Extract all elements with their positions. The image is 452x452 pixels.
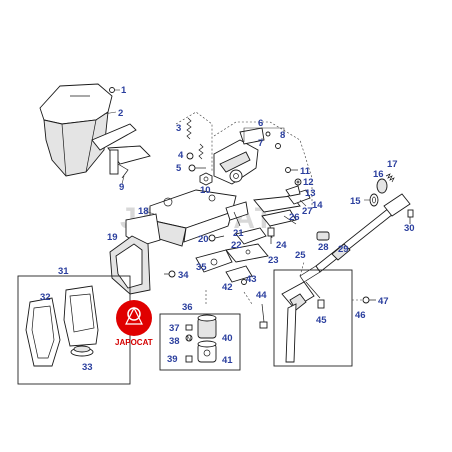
bracket-21: [225, 201, 249, 227]
label-14: 14: [312, 200, 323, 211]
label-29: 29: [338, 244, 349, 255]
lever-23: [225, 243, 269, 263]
part-labels: 1 2 3 4 5 6 7 8 9 10 11 12 13 14 15 16 1…: [40, 85, 415, 373]
label-17: 17: [387, 159, 398, 170]
label-27: 27: [302, 206, 313, 217]
ring-33-icon: [70, 345, 94, 357]
bolt-20-icon: [208, 234, 225, 242]
label-6: 6: [258, 118, 263, 129]
bushing-28-icon: [316, 231, 330, 241]
label-30: 30: [404, 223, 415, 234]
label-10: 10: [200, 185, 211, 196]
label-5: 5: [176, 163, 182, 174]
label-45: 45: [316, 315, 327, 326]
label-32: 32: [40, 292, 51, 303]
boot-assembly: [63, 285, 99, 347]
joint-40-41: [197, 314, 217, 363]
lower-shaft-assembly: [281, 281, 321, 363]
bolt-39-icon: [185, 355, 193, 363]
label-19: 19: [107, 232, 118, 243]
clip-13-icon: [285, 185, 301, 197]
label-40: 40: [222, 333, 233, 344]
linkage-24-26-27: [253, 189, 311, 239]
intermediate-shaft: [299, 193, 411, 283]
label-12: 12: [303, 177, 314, 188]
bearing-16-icon: [376, 178, 388, 194]
label-21: 21: [233, 228, 244, 239]
label-13: 13: [305, 188, 316, 199]
lock-bracket-assembly: [213, 127, 281, 185]
label-11: 11: [300, 166, 311, 177]
box-36: [159, 313, 241, 371]
label-2: 2: [118, 108, 123, 119]
label-47: 47: [378, 296, 389, 307]
label-22: 22: [231, 240, 242, 251]
clamp-22: [235, 227, 267, 245]
label-37: 37: [169, 323, 180, 334]
label-46: 46: [355, 310, 366, 321]
bolt-45-icon: [317, 299, 325, 309]
japocat-logo: JAPOCAT: [115, 300, 153, 347]
label-35: 35: [196, 262, 207, 273]
dust-cover-32: [25, 297, 61, 367]
bolt-5-icon: [188, 164, 206, 172]
bolt-44-icon: [259, 303, 268, 329]
label-9: 9: [119, 182, 124, 193]
column-support-bracket: [125, 189, 237, 247]
bolt-47-icon: [362, 296, 376, 304]
label-26: 26: [289, 212, 300, 223]
label-18: 18: [138, 206, 149, 217]
label-43: 43: [246, 274, 257, 285]
label-36: 36: [182, 302, 193, 313]
washer-12-icon: [294, 178, 302, 186]
label-7: 7: [258, 138, 263, 149]
label-8: 8: [280, 130, 285, 141]
screw-11-icon: [285, 167, 298, 173]
label-24: 24: [276, 240, 287, 251]
bolt-34-icon: [164, 270, 176, 278]
tilt-lever-assembly: [91, 123, 151, 179]
screw-1-icon: [109, 87, 120, 93]
nut-38-icon: N: [185, 334, 193, 343]
box-46: [273, 269, 353, 367]
bolt-37-icon: [185, 324, 193, 331]
nut-10-icon: [199, 172, 213, 186]
label-15: 15: [350, 196, 361, 207]
bolt-25-icon: [267, 227, 275, 244]
bracket-35: [195, 249, 233, 273]
label-25: 25: [295, 250, 306, 261]
spring-17-icon: [385, 173, 395, 183]
label-1: 1: [121, 85, 127, 96]
label-23: 23: [268, 255, 279, 266]
label-41: 41: [222, 355, 233, 366]
seal-15-icon: [369, 193, 379, 207]
label-33: 33: [82, 362, 93, 373]
spring-3-icon: [186, 117, 192, 140]
label-44: 44: [256, 290, 267, 301]
label-42: 42: [222, 282, 233, 293]
label-31: 31: [58, 266, 69, 277]
label-4: 4: [178, 150, 184, 161]
bolt-30-icon: [407, 209, 414, 224]
label-39: 39: [167, 354, 178, 365]
column-lower-cover: [109, 235, 151, 295]
column-upper-cover: [39, 83, 113, 177]
label-38: 38: [169, 336, 180, 347]
label-16: 16: [373, 169, 384, 180]
spring-4-icon: [186, 143, 204, 160]
link-42-43: [225, 265, 253, 285]
label-20: 20: [198, 234, 209, 245]
label-28: 28: [318, 242, 329, 253]
label-3: 3: [176, 123, 181, 134]
svg-text:N: N: [187, 337, 191, 343]
logo-text: JAPOCAT: [115, 338, 153, 347]
label-34: 34: [178, 270, 189, 281]
